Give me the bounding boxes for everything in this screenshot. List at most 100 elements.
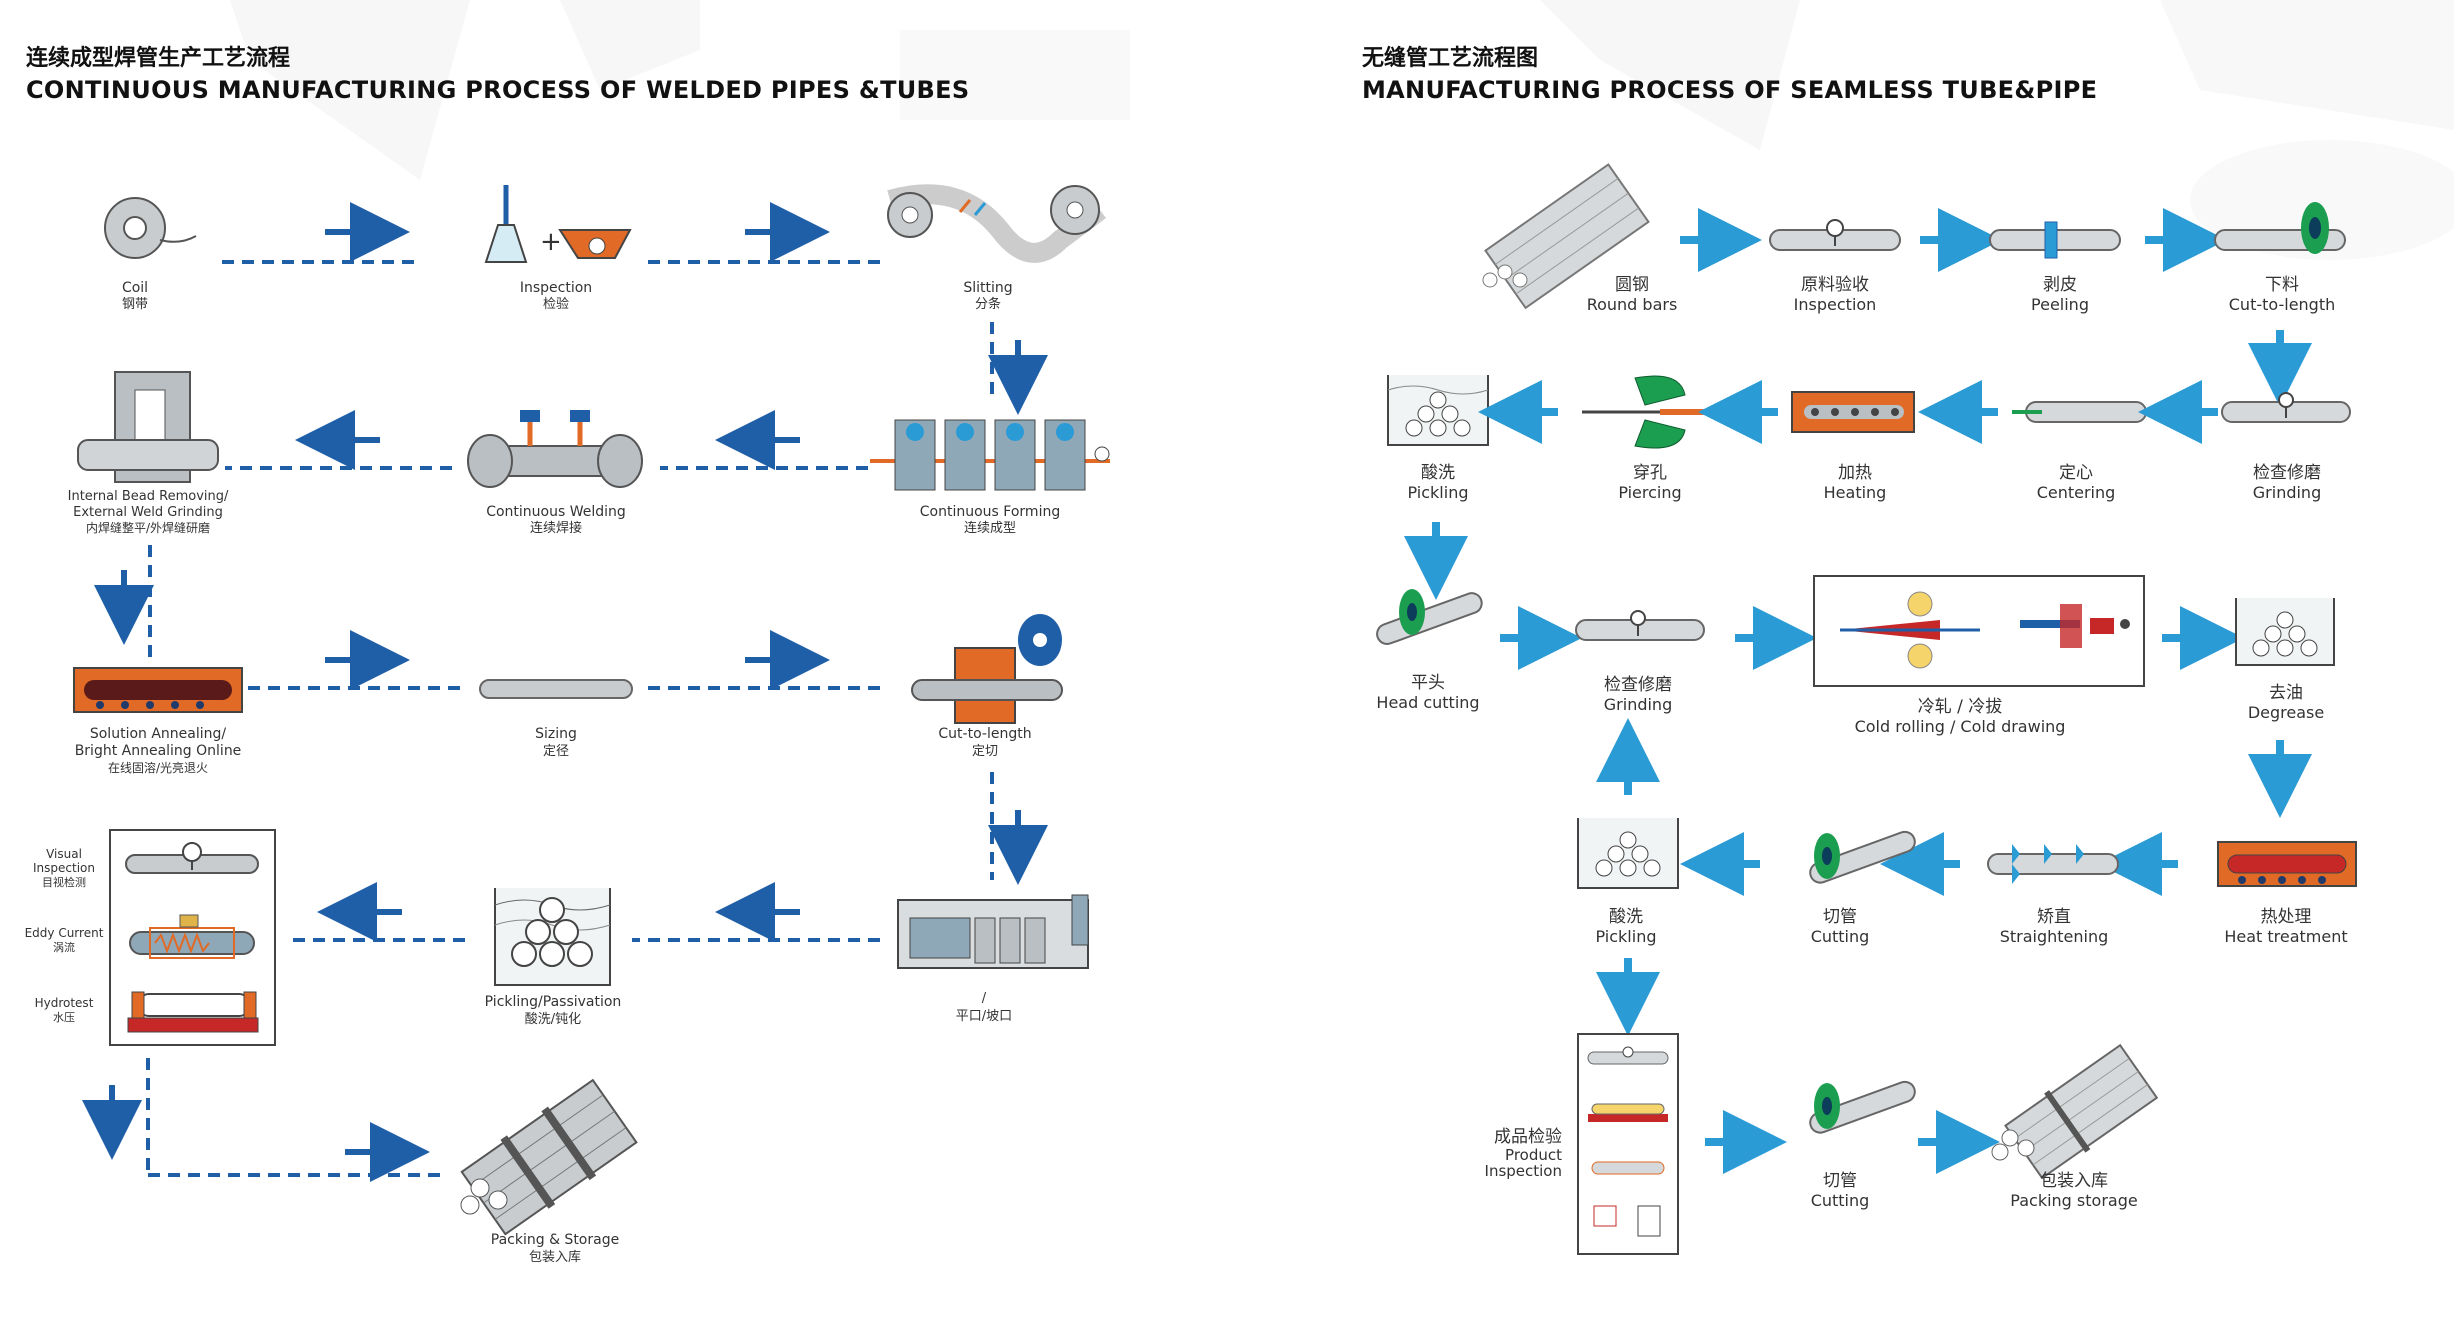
pickling-tank-icon [494, 888, 611, 986]
cut-to-length-icon [2214, 202, 2346, 254]
pickling-tank-icon [1387, 375, 1489, 446]
cutting1-label-cn: 切管 [1823, 907, 1857, 927]
bead-removing-icon [77, 371, 219, 483]
inspection-icon: + [484, 185, 632, 263]
round-bars-icon [1482, 163, 1650, 310]
bead-label-2: External Weld Grinding [73, 505, 223, 520]
bead-label-1: Internal Bead Removing/ [68, 489, 229, 504]
visual-label-2: Inspection [33, 861, 95, 875]
slitting-icon [887, 184, 1106, 263]
grinding-icon [2221, 392, 2351, 423]
product-inspection-box [1577, 1033, 1679, 1255]
pickling2-label-cn: 酸洗 [1609, 907, 1643, 927]
bead-label-cn: 内焊缝整平/外焊缝研磨 [86, 520, 210, 535]
inspection-label: Inspection [520, 280, 592, 296]
flatting-machine-icon [897, 894, 1089, 969]
forming-label: Continuous Forming [920, 504, 1060, 520]
inspection-label-cn: 检验 [543, 296, 569, 312]
pickling-label-cn: 酸洗/钝化 [525, 1012, 581, 1027]
heat-label-cn: 热处理 [2261, 907, 2312, 927]
product-insp-label-2: Inspection [1485, 1162, 1562, 1180]
heat-label: Heat treatment [2224, 927, 2347, 946]
pickling-tank-icon [1577, 818, 1679, 889]
packing-label: Packing & Storage [491, 1232, 619, 1248]
hydrotest-icon [127, 991, 259, 1033]
cutting1-label: Cutting [1811, 927, 1870, 946]
seamless-title: 无缝管工艺流程图 MANUFACTURING PROCESS OF SEAMLE… [1362, 44, 2097, 106]
forming-label-cn: 连续成型 [964, 520, 1016, 536]
cutting-icon [1809, 1080, 1916, 1134]
piercing-label-cn: 穿孔 [1633, 463, 1667, 483]
head-cutting-label: Head cutting [1376, 693, 1479, 712]
product-inspection-icon [1587, 1046, 1669, 1237]
eddy-label-cn: 涡流 [53, 940, 75, 954]
grinding2-label: Grinding [1604, 695, 1672, 714]
piercing-icon [1582, 375, 1720, 449]
inspection-label-cn: 原料验收 [1801, 275, 1869, 295]
welding-label: Continuous Welding [486, 504, 626, 520]
slitting-label: Slitting [963, 280, 1012, 296]
cut-label: Cut-to-length [938, 726, 1031, 742]
straightening-icon [1987, 844, 2119, 884]
peeling-label-cn: 剥皮 [2043, 275, 2077, 295]
welded-title-en: CONTINUOUS MANUFACTURING PROCESS OF WELD… [26, 76, 970, 104]
annealing-label-2: Bright Annealing Online [75, 743, 242, 759]
seamless-title-en: MANUFACTURING PROCESS OF SEAMLESS TUBE&P… [1362, 76, 2098, 104]
cutting2-label-cn: 切管 [1823, 1171, 1857, 1191]
cut-label-cn: 定切 [972, 744, 998, 759]
welded-title: 连续成型焊管生产工艺流程 CONTINUOUS MANUFACTURING PR… [26, 44, 969, 106]
heat-treatment-icon [2217, 841, 2357, 887]
centering-label-cn: 定心 [2059, 463, 2093, 483]
cut-label-cn: 下料 [2265, 275, 2299, 295]
packing-label-cn: 包装入库 [529, 1249, 581, 1265]
grinding1-label: Grinding [2253, 483, 2321, 502]
cold-label: Cold rolling / Cold drawing [1855, 717, 2066, 736]
annealing-label-1: Solution Annealing/ [90, 726, 227, 742]
visual-label-1: Visual [46, 847, 82, 861]
flatting-label-cn: 平口/坡口 [956, 1009, 1012, 1024]
pickling-label: Pickling/Passivation [485, 994, 622, 1010]
round-bars-label-cn: 圆钢 [1615, 275, 1649, 295]
pickling1-label: Pickling [1408, 483, 1469, 502]
cutting2-label: Cutting [1811, 1191, 1870, 1210]
packing-label-cn: 包装入库 [2040, 1171, 2108, 1191]
inspection-label: Inspection [1794, 295, 1877, 314]
sizing-label: Sizing [535, 726, 577, 742]
hydro-label-cn: 水压 [53, 1011, 75, 1024]
product-insp-label-cn: 成品检验 [1494, 1127, 1562, 1147]
grinding-icon [1575, 610, 1705, 641]
welded-title-cn: 连续成型焊管生产工艺流程 [26, 46, 291, 71]
cut-to-length-icon [911, 614, 1063, 724]
product-insp-label-1: Product [1505, 1146, 1562, 1164]
annealing-furnace-icon [73, 667, 243, 713]
centering-label: Centering [2037, 483, 2116, 502]
degrease-label-cn: 去油 [2269, 683, 2303, 703]
eddy-current-icon [129, 914, 255, 959]
welding-icon [467, 410, 643, 488]
straightening-label-cn: 矫直 [2037, 907, 2071, 927]
centering-icon [2012, 401, 2147, 423]
flatting-label: / [982, 991, 987, 1006]
hydro-label: Hydrotest [35, 996, 94, 1010]
cut-label: Cut-to-length [2229, 295, 2336, 314]
cutting-icon [1809, 830, 1916, 884]
forming-icon [870, 419, 1110, 491]
seamless-process-panel: 无缝管工艺流程图 MANUFACTURING PROCESS OF SEAMLE… [1300, 0, 2454, 1324]
heating-furnace-icon [1791, 391, 1915, 433]
coil-label: Coil [122, 280, 148, 296]
visual-label-cn: 目视检测 [42, 875, 86, 889]
svg-text:+: + [540, 227, 562, 257]
welded-flow-diagram: Coil 钢带 + Inspection 检验 Slitting 分条 [25, 184, 1110, 1265]
seamless-flow-diagram: 圆钢 Round bars 原料验收 Inspection 剥皮 Peeling… [1376, 163, 2357, 1255]
round-bars-label: Round bars [1587, 295, 1678, 314]
inspection-bar-icon [1769, 219, 1901, 251]
sizing-label-cn: 定径 [543, 744, 569, 759]
welded-process-panel: 连续成型焊管生产工艺流程 CONTINUOUS MANUFACTURING PR… [0, 0, 1220, 1324]
cold-label-cn: 冷轧 / 冷拔 [1918, 697, 2003, 717]
sizing-tube-icon [479, 679, 633, 699]
pickling2-label: Pickling [1596, 927, 1657, 946]
welding-label-cn: 连续焊接 [530, 520, 582, 536]
degrease-label: Degrease [2248, 703, 2324, 722]
eddy-label: Eddy Current [25, 926, 104, 940]
